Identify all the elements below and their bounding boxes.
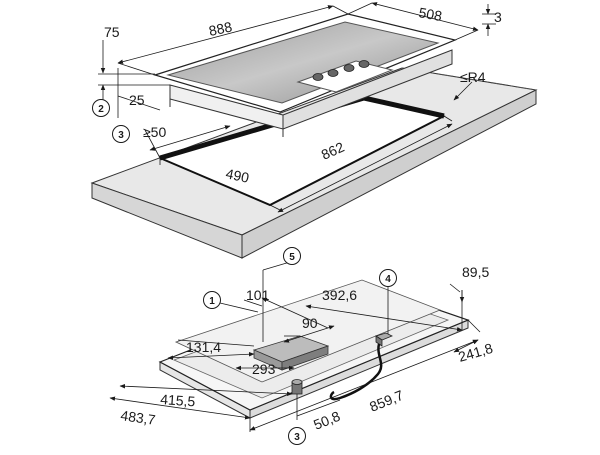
dim-392-6: 392,6 <box>322 287 357 303</box>
callout-3-bottom: 3 <box>288 427 306 445</box>
svg-text:4: 4 <box>385 274 391 285</box>
dim-thickness-3: 3 <box>494 9 502 25</box>
gas-connector <box>291 379 303 395</box>
dim-89-5: 89,5 <box>462 264 489 280</box>
dim-corner-radius: ≤R4 <box>460 69 486 85</box>
svg-text:3: 3 <box>294 432 300 443</box>
dim-clearance-50: ≥50 <box>143 124 166 140</box>
callout-3-top: 3 <box>112 125 130 143</box>
dim-131-4: 131,4 <box>186 339 221 355</box>
top-dimension-lines <box>98 2 496 213</box>
dim-cutout-depth-490: 490 <box>224 165 250 186</box>
callout-1: 1 <box>203 291 221 309</box>
svg-text:3: 3 <box>118 130 124 141</box>
dim-offset-25: 25 <box>129 92 145 108</box>
control-knobs <box>312 60 370 81</box>
dim-859-7: 859,7 <box>367 387 406 415</box>
control-knob <box>343 64 355 72</box>
dim-241-8: 241,8 <box>456 340 494 365</box>
svg-text:1: 1 <box>209 296 215 307</box>
svg-text:5: 5 <box>289 252 295 263</box>
dim-415-5: 415,5 <box>160 391 196 409</box>
dim-90: 90 <box>302 315 318 331</box>
control-knob <box>327 69 339 77</box>
dim-height-75: 75 <box>104 24 120 40</box>
bottom-dimension-lines <box>109 261 481 432</box>
dim-483-7: 483,7 <box>120 407 157 428</box>
svg-text:2: 2 <box>98 104 104 115</box>
control-knob <box>312 73 324 81</box>
dim-width-888: 888 <box>207 18 233 39</box>
dim-293: 293 <box>252 361 276 377</box>
control-knob <box>358 60 370 68</box>
dim-101: 101 <box>246 287 270 303</box>
dim-depth-508: 508 <box>417 4 443 24</box>
callout-5: 5 <box>283 247 301 265</box>
callout-4: 4 <box>379 269 397 287</box>
dim-50-8: 50,8 <box>311 408 342 433</box>
callout-2: 2 <box>92 99 110 117</box>
